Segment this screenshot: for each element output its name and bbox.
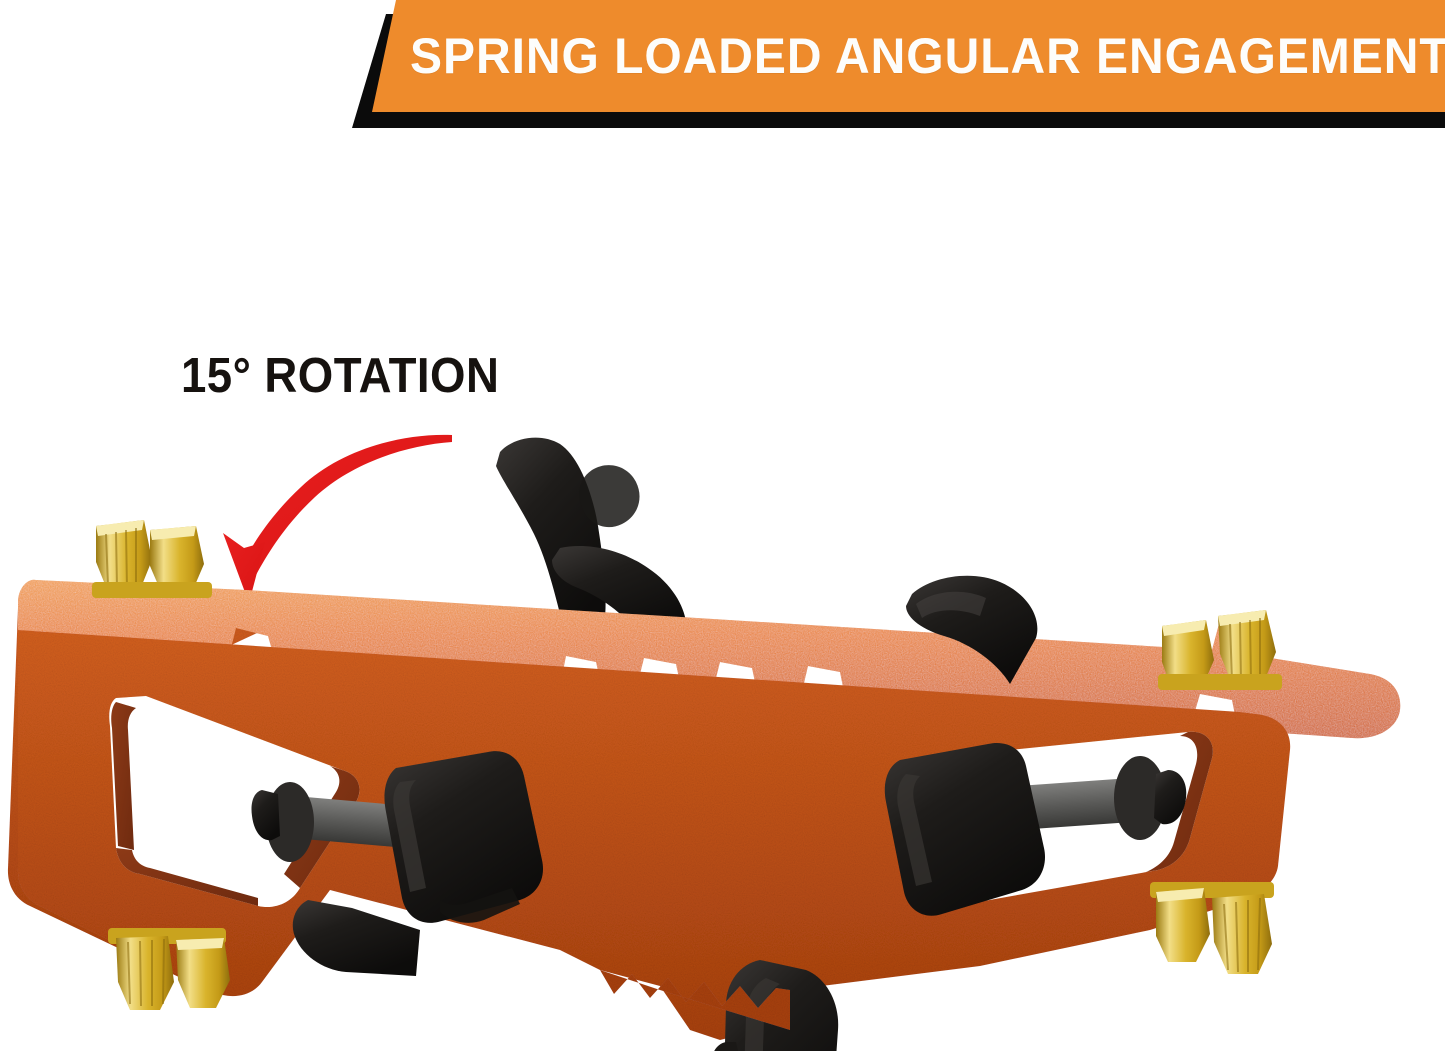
spring-washer-right [1114,756,1166,840]
pedal-illustration: FUNN MTB FUNN MTB FUNN MTB FUNN MTB [0,430,1445,1051]
pedal-body-front [17,630,1291,1040]
pedal-bottom-serrations [600,970,790,1030]
clip-arm-lower-left [292,900,420,976]
pin-cluster-bottom-right [1150,882,1274,974]
pin-cluster-bottom-left [108,928,230,1010]
clip-block-right-highlight [897,774,932,886]
banner-title: SPRING LOADED ANGULAR ENGAGEMENT SYSTEM [410,28,1445,84]
pin-top [1156,888,1204,902]
pin [1162,620,1214,690]
curved-rotation-arrow [223,434,452,603]
arrow-tail [241,434,452,575]
pin-knurl [127,938,165,1007]
banner-face: SPRING LOADED ANGULAR ENGAGEMENT SYSTEM [372,0,1445,112]
pin [1156,888,1210,962]
pin [116,936,174,1010]
clip-block-left-shadow [440,888,520,923]
clip-arm-upper-right-highlight [916,591,986,618]
pin [1218,610,1276,684]
clip-tip-left [251,790,280,841]
pin-base [92,582,212,598]
pin-top [176,938,224,950]
pin-top [96,520,144,536]
pin-knurl [105,528,137,590]
clip-arm-upper-rear [552,546,686,636]
pin-top [1162,620,1206,636]
arrow-head [223,533,265,603]
clip-mechanism-foreground [440,888,520,923]
pin-cluster-top-right [1158,610,1282,690]
pin-knurl [1229,618,1261,683]
clip-mechanism-rear [496,437,686,638]
pin-top [1218,610,1266,626]
clip-tip-right [1154,770,1187,825]
header-banner: SPRING LOADED ANGULAR ENGAGEMENT SYSTEM [0,0,1445,140]
clip-pivot-upper [579,465,640,528]
clip-mechanism-center [251,575,1187,923]
pin [150,526,204,594]
pin-cluster-top-left [92,520,212,598]
rotation-callout-label: 15° ROTATION [181,349,500,403]
pin [176,938,230,1008]
pin [96,520,152,592]
pin-base [1158,674,1282,690]
pedal-platform-top [18,579,1401,739]
pin-top [150,526,196,540]
pin-knurl [1223,897,1261,973]
clip-block-left-highlight [393,780,426,892]
clip-arm-bottom-notch [714,1042,738,1051]
pin [1212,894,1272,974]
